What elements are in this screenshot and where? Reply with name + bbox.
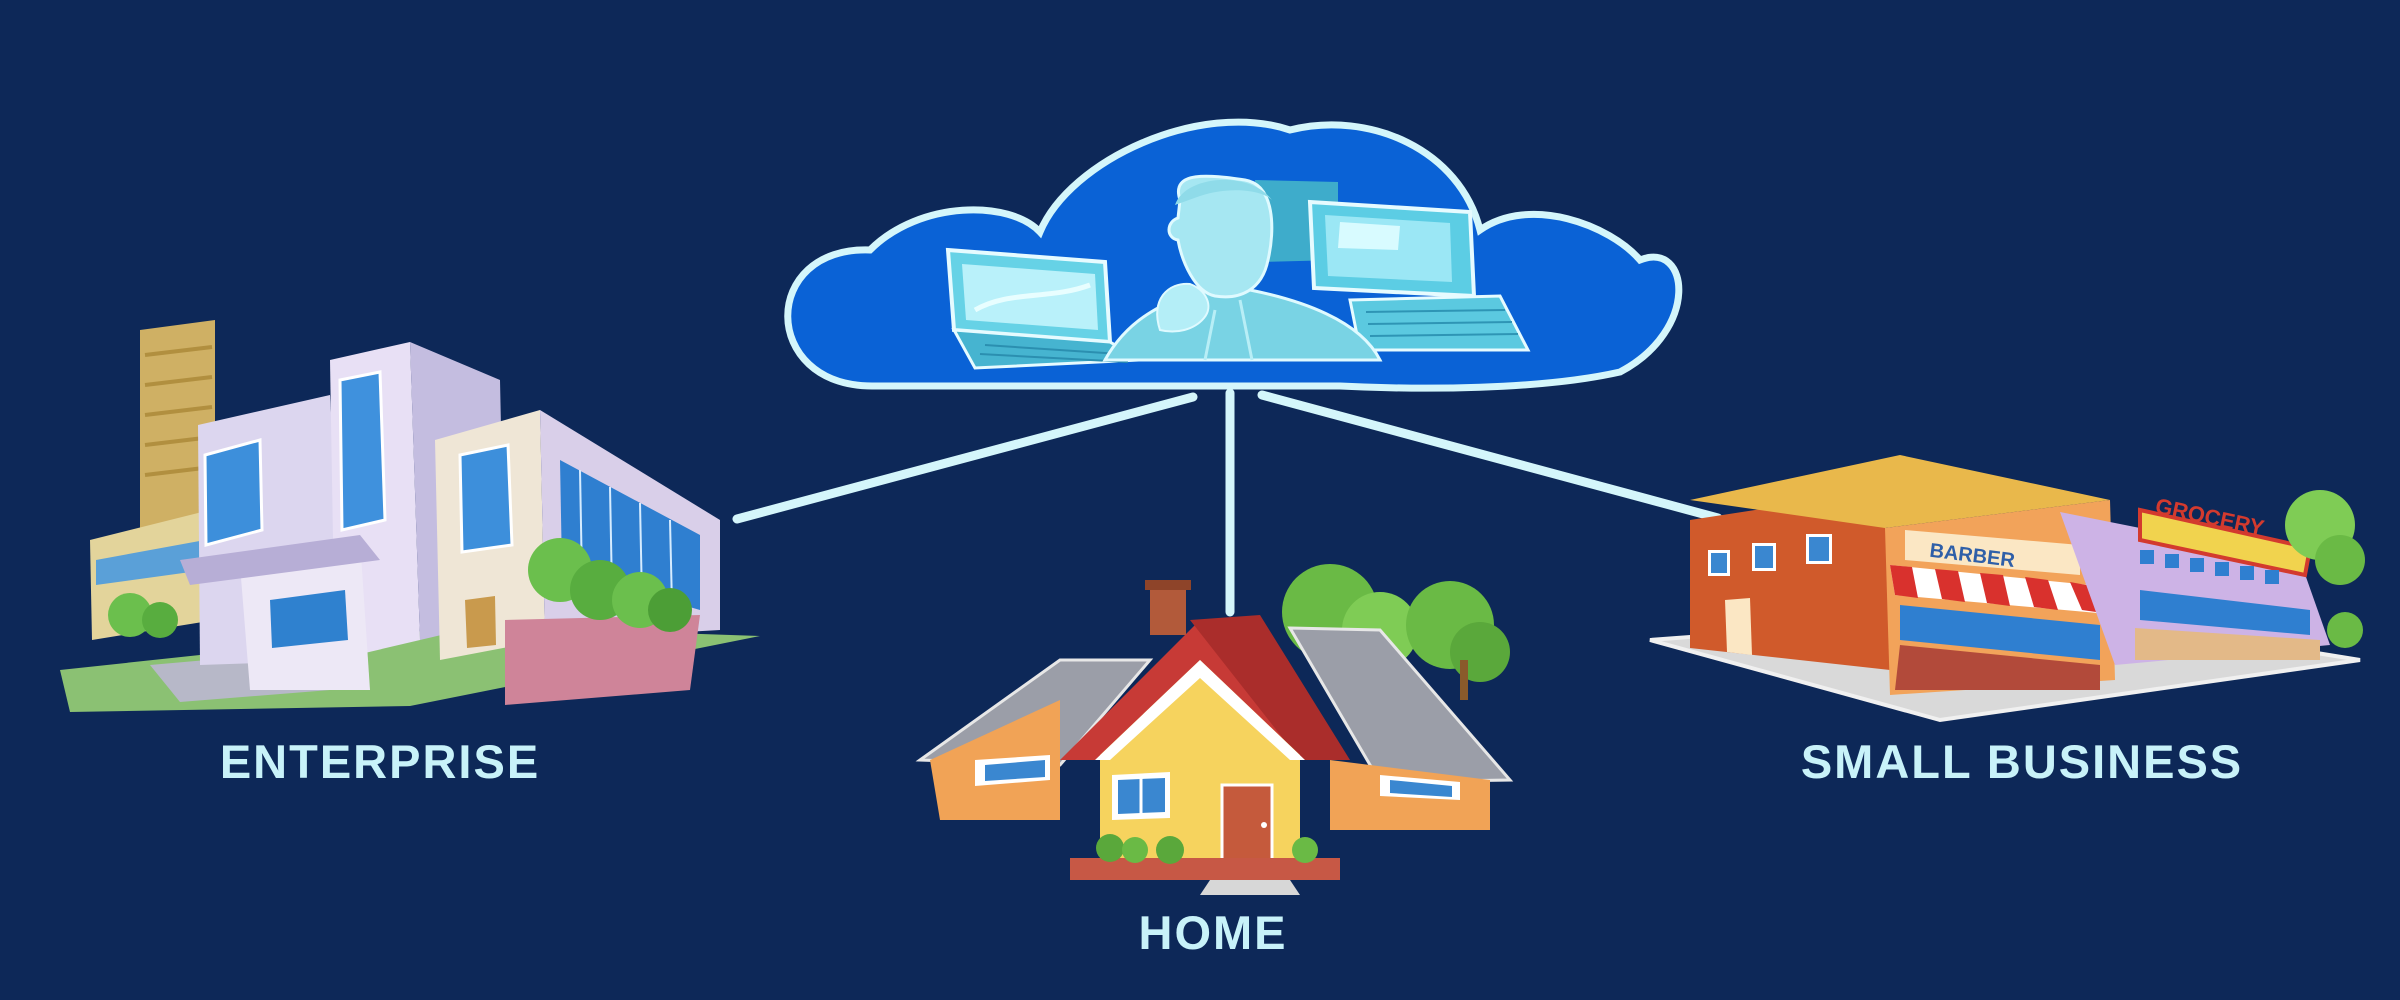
desktop-computer-icon — [1255, 180, 1531, 352]
enterprise-label: ENTERPRISE — [219, 735, 541, 788]
small-business-label: SMALL BUSINESS — [1800, 735, 2244, 788]
connector-enterprise — [732, 392, 1198, 524]
person-icon — [1102, 174, 1383, 362]
cloud-computing-icon — [784, 118, 1683, 392]
storefront-icon: BARBER GROCERY — [1649, 455, 2365, 723]
house-icon — [915, 564, 1514, 895]
connector-small-business — [1257, 390, 1723, 523]
home-label: HOME — [1138, 906, 1288, 959]
laptop-icon — [945, 247, 1146, 370]
office-building-icon — [60, 320, 760, 712]
connectors — [732, 388, 1723, 617]
